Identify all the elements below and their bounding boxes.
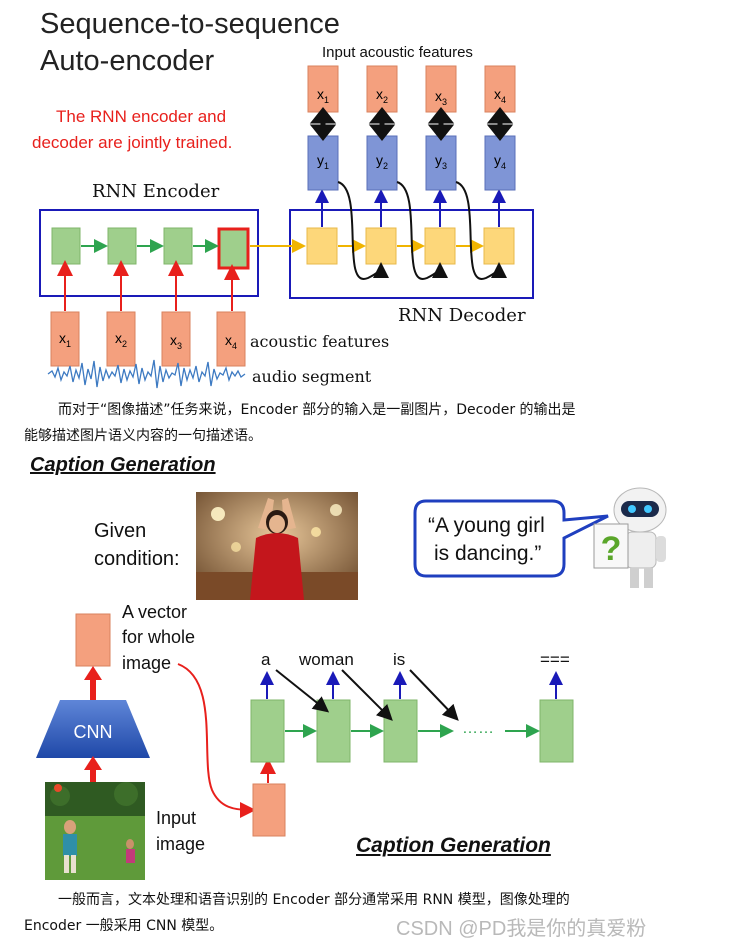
x-top-label-1: x1	[316, 86, 329, 105]
encoder-cell-1	[51, 227, 81, 265]
encoder-frame	[39, 209, 259, 297]
csdn-watermark: CSDN @PD我是你的真爱粉	[396, 918, 647, 940]
vector-box	[75, 613, 111, 667]
rnn-decoder-label: RNN Decoder	[398, 305, 526, 326]
encoder-cell-4-highlighted	[217, 227, 250, 270]
y-box-1	[307, 135, 339, 191]
paragraph2-line1: 一般而言，文本处理和语音识别的 Encoder 部分通常采用 RNN 模型，图像…	[58, 892, 570, 908]
red-note-line2: decoder are jointly trained.	[32, 133, 233, 152]
encoder-cell-3	[163, 227, 193, 265]
y-box-4	[484, 135, 516, 191]
y-label-3: y3	[434, 152, 447, 171]
caption-rnn-cell-4	[539, 699, 574, 763]
quote-line2: is dancing.”	[434, 542, 542, 565]
given-condition-line1: Given	[94, 520, 147, 542]
y-label-2: y2	[375, 152, 388, 171]
acoustic-features-label: acoustic features	[250, 332, 390, 351]
cnn-label: CNN	[73, 722, 113, 742]
caption-generation-bottom-heading: Caption Generation	[356, 834, 551, 857]
x-bottom-label-4: x4	[224, 332, 237, 351]
robot-icon: ?	[593, 487, 667, 588]
decoder-cell-4	[483, 227, 515, 265]
continuation-dots: ……	[462, 720, 494, 737]
caption-architecture-diagram	[36, 613, 574, 880]
caption-generation-heading: Caption Generation	[30, 454, 216, 476]
caption-input-cell	[252, 783, 286, 837]
x-bottom-label-1: x1	[58, 330, 71, 349]
decoder-cell-2	[365, 227, 397, 265]
paragraph1-line2: 能够描述图片语义内容的一句描述语。	[24, 428, 262, 444]
diagram-title-line1: Sequence-to-sequence	[40, 8, 340, 40]
caption-rnn-cell-3	[383, 699, 418, 763]
x-bottom-label-2: x2	[114, 330, 127, 349]
dancing-girl-photo	[196, 492, 358, 600]
red-note-line1: The RNN encoder and	[56, 107, 227, 126]
decoder-cell-3	[424, 227, 456, 265]
y-label-1: y1	[316, 152, 329, 171]
x-top-label-4: x4	[493, 86, 506, 105]
word-end-token: ===	[540, 650, 570, 669]
vector-label-line1: A vector	[122, 602, 188, 622]
y-box-3	[425, 135, 457, 191]
paragraph1-line1: 而对于“图像描述”任务来说，Encoder 部分的输入是一副图片，Decoder…	[58, 402, 576, 418]
x-bottom-box-4	[216, 311, 246, 367]
input-acoustic-features-label: Input acoustic features	[322, 44, 473, 61]
audio-segment-label: audio segment	[252, 367, 372, 386]
input-image-photo	[45, 782, 145, 880]
x-bottom-box-1	[50, 311, 80, 367]
x-bottom-box-3	[161, 311, 191, 367]
x-bottom-box-2	[106, 311, 136, 367]
y-label-4: y4	[493, 152, 506, 171]
x-top-label-2: x2	[375, 86, 388, 105]
caption-rnn-cell-2	[316, 699, 351, 763]
input-image-label-line1: Input	[156, 808, 197, 828]
given-condition-line2: condition:	[94, 548, 180, 570]
word-woman: woman	[299, 650, 354, 669]
vector-label-line3: image	[122, 653, 172, 673]
audio-waveform	[47, 359, 246, 389]
x-bottom-label-3: x3	[169, 332, 182, 351]
svg-text:?: ?	[601, 530, 622, 568]
rnn-encoder-label: RNN Encoder	[92, 181, 220, 202]
encoder-cell-2	[107, 227, 137, 265]
vector-label-line2: for whole	[122, 627, 196, 647]
quote-line1: “A young girl	[428, 514, 545, 537]
speech-bubble	[413, 499, 609, 578]
y-box-2	[366, 135, 398, 191]
diagram-title-line2: Auto-encoder	[40, 45, 215, 77]
cnn-block	[36, 700, 150, 758]
word-a: a	[261, 650, 271, 669]
word-is: is	[393, 650, 406, 669]
input-image-label-line2: image	[156, 834, 206, 854]
seq2seq-diagram	[39, 65, 534, 389]
x-top-label-3: x3	[434, 88, 447, 107]
decoder-cell-1	[306, 227, 338, 265]
decoder-frame	[289, 209, 534, 299]
paragraph2-line2: Encoder 一般采用 CNN 模型。	[24, 918, 224, 934]
caption-rnn-cell-1	[250, 699, 285, 763]
